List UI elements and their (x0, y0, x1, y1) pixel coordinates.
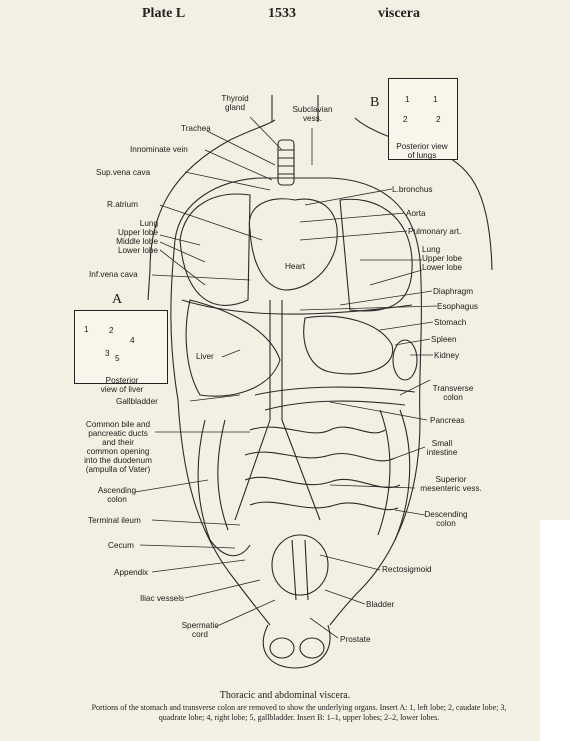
inset-b-caption-line1: Posterior view (396, 142, 448, 151)
figure-caption-title: Thoracic and abdominal viscera. (219, 690, 351, 701)
label-ascending-l1: Ascending (97, 486, 137, 495)
inset-a-number-1: 1 (84, 325, 89, 334)
label-superior-mes-l1: Superior (435, 475, 467, 484)
label-common-bile: Common bile and pancreatic ducts and the… (78, 420, 158, 474)
label-small-intestine: Small intestine (420, 439, 464, 457)
label-superior-mesenteric: Superior mesenteric vess. (414, 475, 488, 493)
inset-a-letter: A (112, 292, 123, 307)
label-inf-vena-cava: Inf.vena cava (89, 270, 138, 279)
label-common-bile-l5: into the duodenum (84, 456, 152, 465)
inset-b-box (388, 78, 458, 160)
label-thyroid-gland: Thyroid gland (210, 94, 260, 112)
label-spermatic-l1: Spermatic (181, 621, 219, 630)
inset-a-number-3: 3 (105, 349, 110, 358)
label-pancreas: Pancreas (430, 416, 465, 425)
label-spermatic-cord: Spermatic cord (178, 621, 222, 639)
label-stomach: Stomach (434, 318, 467, 327)
page-header: Plate L 1533 viscera (0, 6, 570, 28)
label-descending-l1: Descending (424, 510, 468, 519)
inset-b-number-1b: 1 (433, 95, 438, 104)
label-superior-mes-l2: mesenteric vess. (420, 484, 482, 493)
label-cecum: Cecum (108, 541, 134, 550)
inset-b-number-1a: 1 (405, 95, 410, 104)
label-ascending-l2: colon (107, 495, 127, 504)
label-subclavian-l1: Subclavian (292, 105, 333, 114)
label-sup-vena-cava: Sup.vena cava (96, 168, 151, 177)
label-descending-colon: Descending colon (418, 510, 474, 528)
label-ascending-colon: Ascending colon (94, 486, 140, 504)
label-common-bile-l6: (ampulla of Vater) (85, 465, 151, 474)
label-spermatic-l2: cord (192, 630, 208, 639)
inset-a-box (74, 310, 168, 384)
inset-b-number-2a: 2 (403, 115, 408, 124)
label-esophagus: Esophagus (437, 302, 478, 311)
label-subclavian: Subclavian vess. (285, 105, 340, 123)
label-small-int-l1: Small (431, 439, 453, 448)
label-lung-left-upper: Upper lobe (117, 228, 158, 237)
label-trachea: Trachea (181, 124, 211, 133)
label-descending-l2: colon (436, 519, 456, 528)
inset-a-number-4: 4 (130, 336, 135, 345)
inset-a-caption: Posterior view of liver (80, 376, 164, 394)
inset-b-letter: B (370, 95, 380, 110)
label-liver: Liver (196, 352, 214, 361)
inset-b-caption: Posterior view of lungs (388, 142, 456, 160)
inset-a-number-5: 5 (115, 354, 120, 363)
label-rectosigmoid: Rectosigmoid (382, 565, 432, 574)
label-common-bile-l4: common opening (86, 447, 150, 456)
figure-caption-body: Portions of the stomach and transverse c… (91, 703, 507, 722)
inset-a-caption-line2: view of liver (100, 385, 144, 394)
plate-label: Plate L (142, 6, 186, 21)
label-pulmonary-art: Pulmonary art. (408, 227, 462, 236)
page-edge-cutout (540, 520, 570, 741)
label-lung-right-title: Lung (422, 245, 441, 254)
label-thyroid-l1: Thyroid (221, 94, 249, 103)
page-number: 1533 (268, 6, 296, 21)
label-lung-right: Lung Upper lobe Lower lobe (422, 245, 462, 272)
label-spleen: Spleen (431, 335, 457, 344)
label-appendix: Appendix (114, 568, 149, 577)
label-lung-right-lower: Lower lobe (422, 263, 463, 272)
label-lung-right-upper: Upper lobe (422, 254, 463, 263)
label-subclavian-l2: vess. (302, 114, 323, 123)
label-small-int-l2: intestine (426, 448, 458, 457)
label-lung-left-title: Lung (139, 219, 158, 228)
label-common-bile-l3: and their (102, 438, 134, 447)
label-thyroid-l2: gland (224, 103, 246, 112)
label-prostate: Prostate (340, 635, 371, 644)
label-diaphragm: Diaphragm (433, 287, 474, 296)
label-heart: Heart (285, 262, 306, 271)
label-common-bile-l2: pancreatic ducts (88, 429, 148, 438)
inset-a-caption-line1: Posterior (105, 376, 139, 385)
label-transverse-l2: colon (443, 393, 463, 402)
inset-b-number-2b: 2 (436, 115, 441, 124)
label-lung-left: Lung Upper lobe Middle lobe Lower lobe (90, 219, 158, 255)
label-l-bronchus: L.bronchus (392, 185, 433, 194)
label-innominate-vein: Innominate vein (130, 145, 188, 154)
label-lung-left-middle: Middle lobe (116, 237, 158, 246)
label-kidney: Kidney (434, 351, 460, 360)
section-word: viscera (378, 6, 420, 21)
label-iliac-vessels: Iliac vessels (140, 594, 185, 603)
label-terminal-ileum: Terminal ileum (88, 516, 141, 525)
label-lung-left-lower: Lower lobe (117, 246, 158, 255)
label-transverse-colon: Transverse colon (425, 384, 481, 402)
label-common-bile-l1: Common bile and (85, 420, 151, 429)
inset-b-caption-line2: of lungs (407, 151, 437, 160)
label-aorta: Aorta (406, 209, 426, 218)
label-transverse-l1: Transverse (432, 384, 474, 393)
label-r-atrium: R.atrium (107, 200, 138, 209)
inset-a-number-2: 2 (109, 326, 114, 335)
label-gallbladder: Gallbladder (116, 397, 158, 406)
label-bladder: Bladder (366, 600, 395, 609)
